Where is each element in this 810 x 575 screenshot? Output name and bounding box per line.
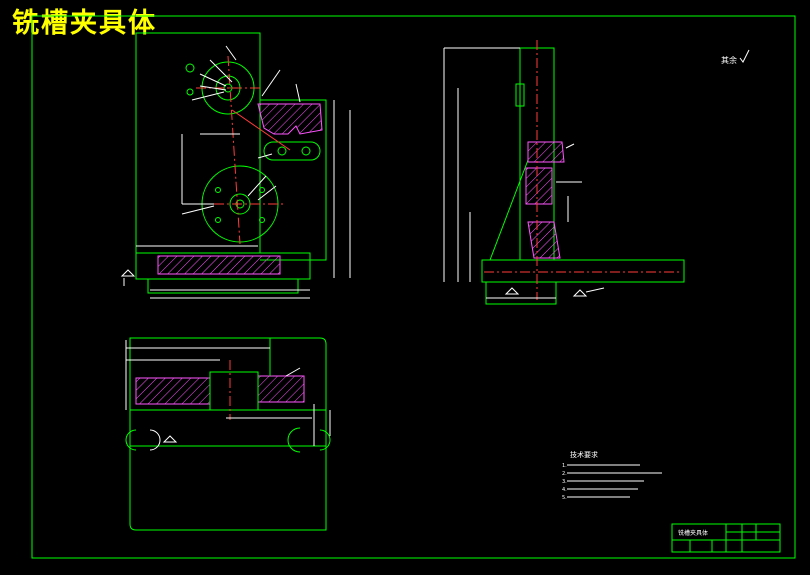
side-view	[443, 40, 685, 305]
surface-roughness-note: 其余	[721, 49, 750, 65]
tech-req-item-3: 3.	[562, 479, 567, 485]
side-section-top	[527, 141, 565, 163]
svg-text:其余: 其余	[721, 55, 737, 65]
tech-req-item-5: 5.	[562, 495, 567, 501]
side-view-base	[481, 259, 685, 283]
tech-requirements-heading: 技术要求	[570, 450, 598, 459]
clamp-section	[257, 103, 323, 135]
top-section-right	[257, 375, 305, 403]
title-block: 铣槽夹具体	[671, 523, 781, 553]
top-section-left	[135, 377, 211, 405]
top-view	[125, 337, 331, 531]
top-view-outline	[129, 337, 327, 531]
side-section-mid	[525, 167, 553, 205]
drawing-title: 铣槽夹具体	[12, 8, 157, 39]
tech-req-item-1: 1.	[562, 463, 567, 469]
front-view-right-block	[260, 99, 327, 261]
tech-req-item-2: 2.	[562, 471, 567, 477]
tech-req-item-4: 4.	[562, 487, 567, 493]
title-block-part-name: 铣槽夹具体	[678, 529, 708, 537]
drawing-border	[31, 15, 796, 559]
front-view	[120, 32, 351, 299]
side-section-low	[527, 221, 561, 259]
base-section	[157, 255, 281, 275]
tech-requirements: 技术要求 1. 2. 3. 4. 5.	[562, 450, 662, 501]
